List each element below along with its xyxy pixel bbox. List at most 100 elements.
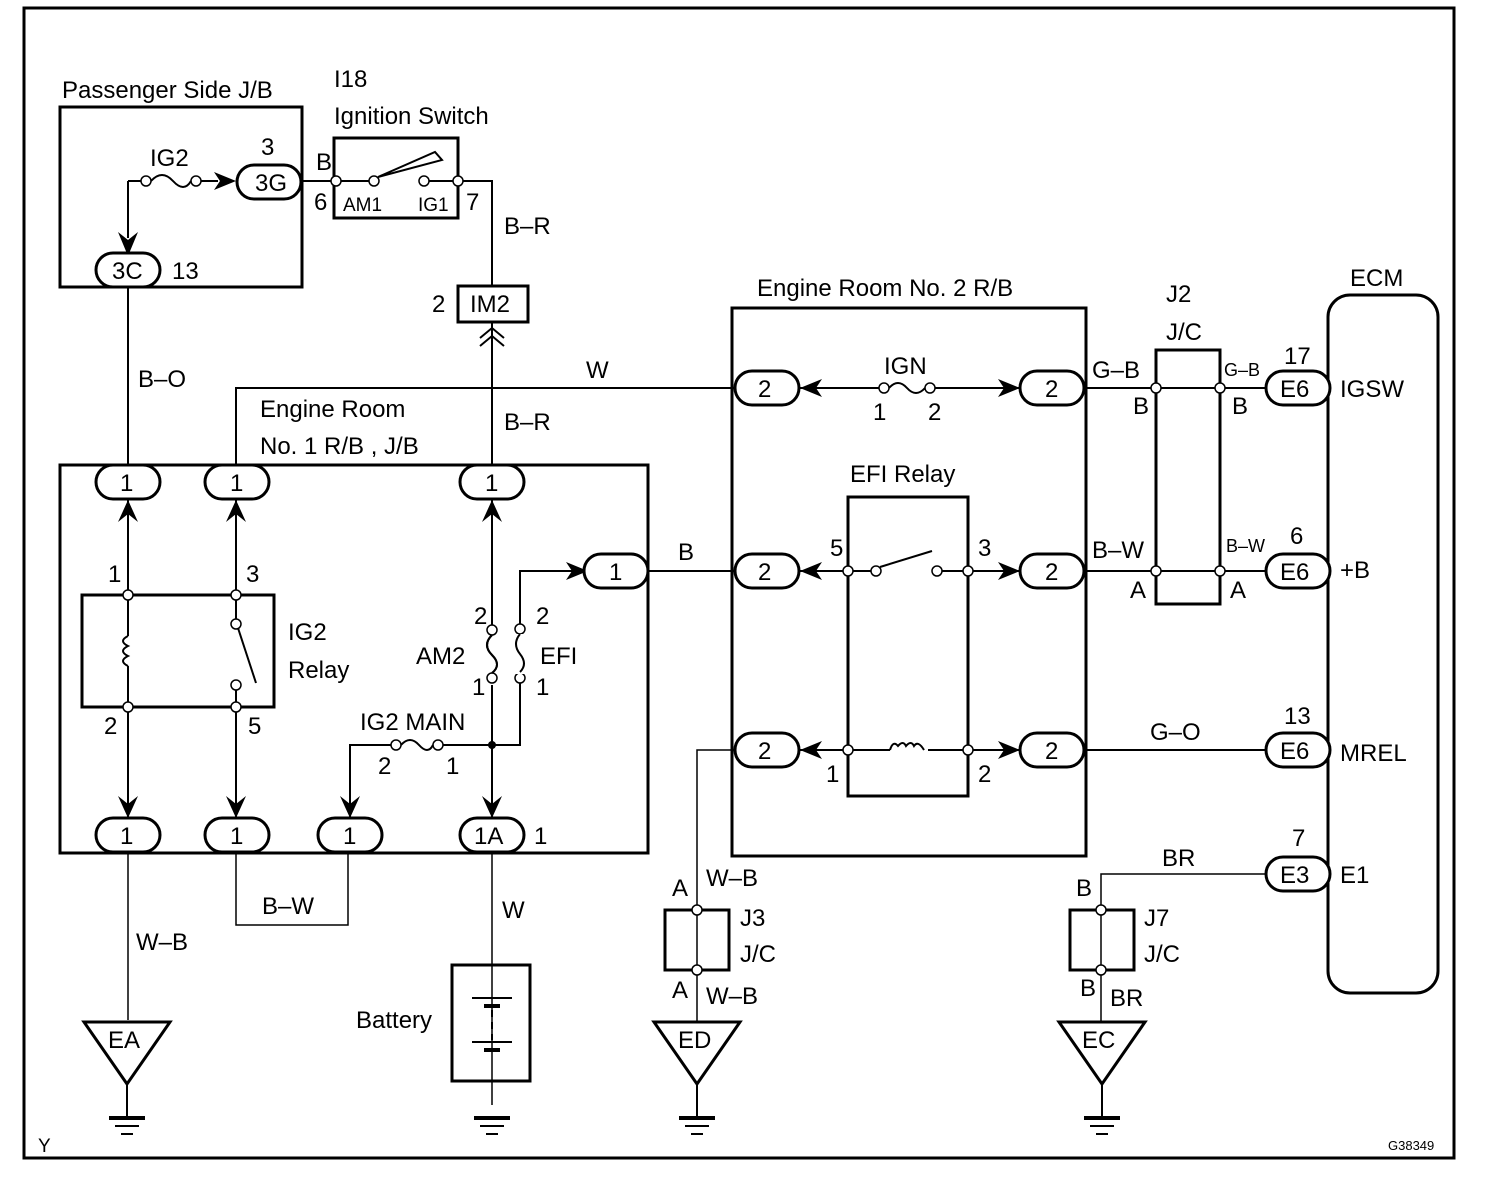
svg-text:2: 2	[758, 376, 771, 403]
svg-text:IGN: IGN	[884, 353, 927, 380]
svg-text:J/C: J/C	[740, 941, 776, 968]
ground-ed: ED	[651, 1020, 743, 1135]
svg-text:B: B	[1076, 875, 1092, 902]
svg-text:1A: 1A	[474, 823, 503, 850]
svg-text:EFI: EFI	[540, 643, 577, 670]
engine-room-no2-rb: Engine Room No. 2 R/B 2 IGN 1 2 2 EFI Re…	[730, 275, 1088, 858]
svg-text:1: 1	[343, 823, 356, 850]
svg-text:2: 2	[536, 603, 549, 630]
svg-text:5: 5	[830, 535, 843, 562]
svg-text:7: 7	[1292, 825, 1305, 852]
svg-text:+B: +B	[1340, 557, 1370, 584]
svg-text:B: B	[1232, 393, 1248, 420]
svg-text:E6: E6	[1280, 559, 1309, 586]
svg-text:No. 1 R/B , J/B: No. 1 R/B , J/B	[260, 433, 419, 460]
svg-text:2: 2	[104, 713, 117, 740]
ground-ec: EC	[1056, 1020, 1148, 1135]
diagram-frame	[22, 6, 1456, 1160]
svg-text:A: A	[672, 977, 688, 1004]
ig2-main-fuse-icon	[400, 739, 434, 751]
ground-battery	[474, 1116, 510, 1135]
svg-text:B–W: B–W	[1092, 537, 1144, 564]
svg-text:IM2: IM2	[470, 291, 510, 318]
passenger-side-jb: Passenger Side J/B IG2 3G 3 3C 13	[58, 77, 304, 289]
svg-text:W–B: W–B	[136, 929, 188, 956]
svg-text:Engine Room: Engine Room	[260, 396, 405, 423]
svg-text:MREL: MREL	[1340, 740, 1407, 767]
svg-text:2: 2	[474, 603, 487, 630]
svg-text:I18: I18	[334, 66, 367, 93]
svg-text:17: 17	[1284, 343, 1311, 370]
svg-text:E1: E1	[1340, 862, 1369, 889]
svg-text:J7: J7	[1144, 905, 1169, 932]
svg-text:2: 2	[758, 738, 771, 765]
switch-lever-icon	[377, 150, 444, 178]
svg-text:1: 1	[230, 470, 243, 497]
svg-text:W: W	[502, 897, 525, 924]
svg-text:5: 5	[248, 713, 261, 740]
svg-text:3: 3	[246, 561, 259, 588]
svg-text:E6: E6	[1280, 738, 1309, 765]
svg-text:1: 1	[108, 561, 121, 588]
ecm: ECM E6 17 IGSW E6 6 +B E6 13 MREL E3 7 E…	[1264, 265, 1440, 995]
ig2-fuse-icon	[150, 174, 192, 188]
svg-text:IG2 MAIN: IG2 MAIN	[360, 709, 465, 736]
svg-text:W–B: W–B	[706, 865, 758, 892]
svg-text:1: 1	[446, 753, 459, 780]
svg-text:13: 13	[172, 258, 199, 285]
junction-connector-j2: J2 J/C G–B G–B B B B–W B–W A A	[1084, 281, 1266, 606]
svg-text:J3: J3	[740, 905, 765, 932]
svg-text:B–O: B–O	[138, 366, 186, 393]
svg-text:J/C: J/C	[1144, 941, 1180, 968]
svg-text:G–O: G–O	[1150, 719, 1201, 746]
svg-text:EA: EA	[108, 1027, 140, 1054]
svg-text:3: 3	[261, 134, 274, 161]
svg-text:2: 2	[758, 559, 771, 586]
svg-text:1: 1	[230, 823, 243, 850]
ignition-switch: I18 Ignition Switch B 6 AM1 IG1 7 B–R	[301, 66, 551, 288]
connector-im2: IM2 2 B–R	[432, 284, 551, 465]
svg-text:6: 6	[314, 189, 327, 216]
svg-text:W: W	[586, 357, 609, 384]
svg-text:ED: ED	[678, 1027, 711, 1054]
svg-text:3C: 3C	[112, 258, 143, 285]
svg-text:Engine Room No. 2 R/B: Engine Room No. 2 R/B	[757, 275, 1013, 302]
ig2-fuse-label: IG2	[150, 145, 189, 172]
svg-text:A: A	[672, 875, 688, 902]
ecm-title: ECM	[1350, 265, 1403, 292]
svg-text:W–B: W–B	[706, 983, 758, 1010]
svg-text:AM2: AM2	[416, 643, 465, 670]
svg-text:IGSW: IGSW	[1340, 376, 1404, 403]
svg-text:2: 2	[928, 399, 941, 426]
efi-relay-coil-icon	[889, 742, 925, 751]
ign-fuse-icon	[888, 382, 926, 394]
junction-connector-j3: A A W–B W–B J3 J/C	[663, 749, 776, 1022]
svg-text:EC: EC	[1082, 1027, 1115, 1054]
svg-text:B: B	[1133, 393, 1149, 420]
svg-text:2: 2	[978, 761, 991, 788]
svg-text:2: 2	[1045, 738, 1058, 765]
svg-text:7: 7	[466, 189, 479, 216]
svg-text:6: 6	[1290, 523, 1303, 550]
svg-text:2: 2	[1045, 376, 1058, 403]
relay-coil-icon	[122, 635, 131, 667]
svg-text:IG1: IG1	[418, 195, 449, 216]
svg-text:J/C: J/C	[1166, 319, 1202, 346]
svg-text:2: 2	[378, 753, 391, 780]
svg-text:B–R: B–R	[504, 409, 551, 436]
svg-text:B: B	[1080, 975, 1096, 1002]
svg-text:1: 1	[534, 823, 547, 850]
engine-room-no1-rb-jb: Engine Room No. 1 R/B , J/B 1 1 1 1 3 2 …	[58, 396, 650, 855]
ignition-switch-title: Ignition Switch	[334, 103, 489, 130]
efi-relay-switch-icon	[879, 550, 933, 568]
passenger-jb-title: Passenger Side J/B	[62, 77, 273, 104]
svg-text:J2: J2	[1166, 281, 1191, 308]
relay-switch-icon	[237, 627, 257, 684]
figure-id: G38349	[1388, 1138, 1434, 1153]
battery-label: Battery	[356, 1007, 432, 1034]
svg-text:E6: E6	[1280, 376, 1309, 403]
svg-text:G–B: G–B	[1224, 360, 1260, 380]
svg-text:B: B	[316, 149, 332, 176]
svg-text:B–W: B–W	[1226, 536, 1265, 556]
